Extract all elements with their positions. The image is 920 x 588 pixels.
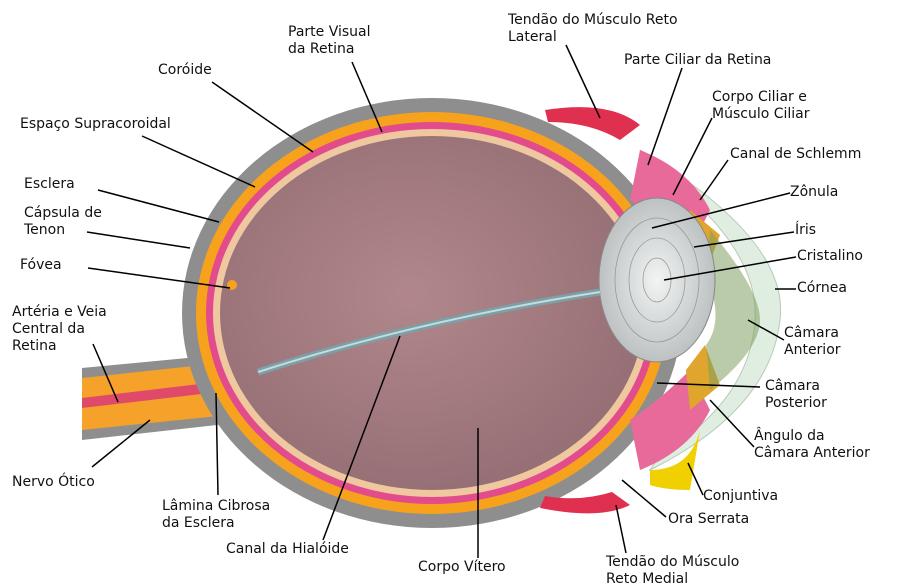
leader-capsula: [87, 232, 190, 248]
label-nervo-otico: Nervo Ótico: [12, 474, 95, 491]
label-conjuntiva: Conjuntiva: [703, 488, 778, 505]
leader-schlemm: [700, 160, 728, 200]
label-coroide: Coróide: [158, 62, 212, 79]
label-parte-ciliar: Parte Ciliar da Retina: [624, 52, 771, 69]
label-zonula: Zônula: [790, 184, 838, 201]
leader-parte-ciliar: [648, 68, 682, 165]
leader-coroide: [212, 82, 313, 152]
label-cristalino: Cristalino: [797, 248, 863, 265]
leader-corpo-ciliar: [673, 118, 712, 195]
label-corpo-vitreo: Corpo Vítero: [418, 559, 506, 576]
label-iris: Íris: [795, 222, 816, 239]
vitreous-body: [220, 136, 644, 490]
label-canal-hialoide: Canal da Hialóide: [226, 541, 349, 558]
leader-tendao-lateral: [566, 45, 600, 118]
leader-esclera: [98, 190, 219, 222]
label-ora-serrata: Ora Serrata: [668, 511, 749, 528]
label-cornea: Córnea: [797, 280, 847, 297]
label-esclera: Esclera: [24, 176, 75, 193]
label-canal-schlemm: Canal de Schlemm: [730, 146, 861, 163]
label-espaco-supracoroidal: Espaço Supracoroidal: [20, 116, 171, 133]
crystalline-lens: [599, 198, 715, 362]
leader-tendao-medial: [616, 505, 626, 553]
leader-supracoroidal: [142, 136, 255, 187]
label-fovea: Fóvea: [20, 257, 62, 274]
